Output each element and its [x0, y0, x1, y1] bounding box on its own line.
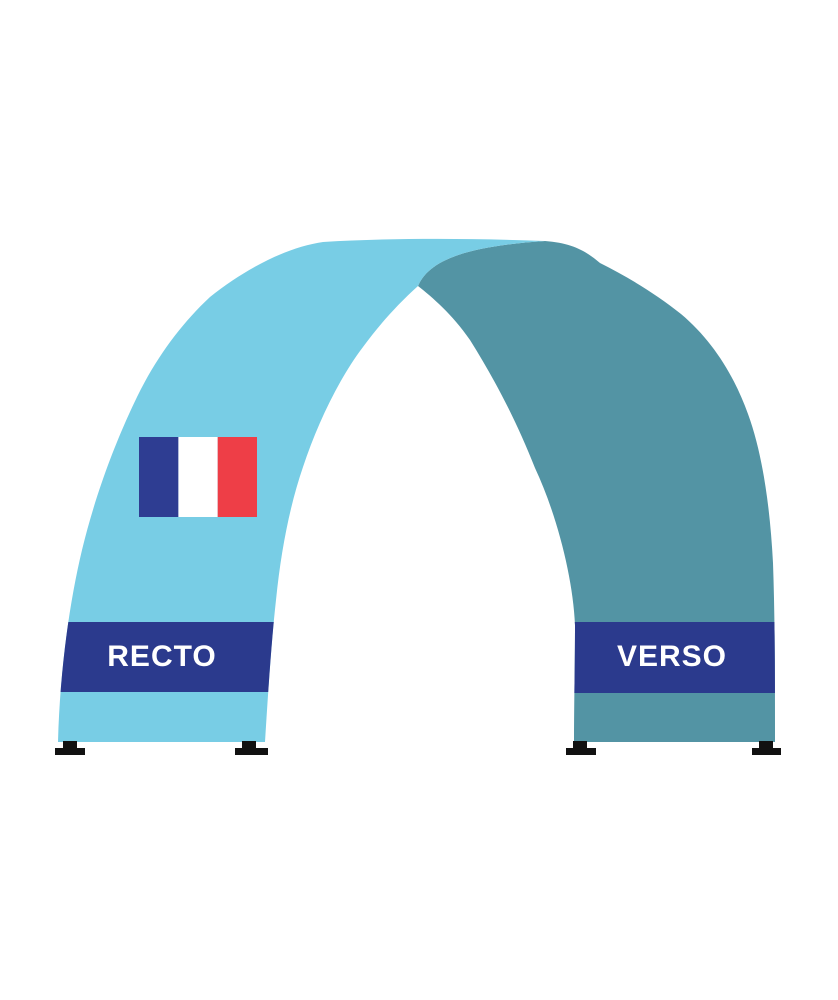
foot-front-left [55, 741, 85, 755]
foot-back-right [752, 741, 781, 755]
flag-white-stripe [178, 437, 218, 517]
arch-feet [55, 741, 781, 755]
verso-label: VERSO [617, 640, 727, 673]
recto-label: RECTO [107, 640, 216, 673]
recto-band: RECTO [58, 622, 295, 692]
recto-band-stripe [58, 622, 295, 692]
foot-front-right [235, 741, 268, 755]
foot-back-left [566, 741, 596, 755]
flag-red-stripe [217, 437, 257, 517]
france-flag-icon [139, 437, 257, 517]
verso-band-stripe [545, 622, 775, 693]
verso-band: VERSO [545, 622, 775, 693]
flag-blue-stripe [139, 437, 179, 517]
